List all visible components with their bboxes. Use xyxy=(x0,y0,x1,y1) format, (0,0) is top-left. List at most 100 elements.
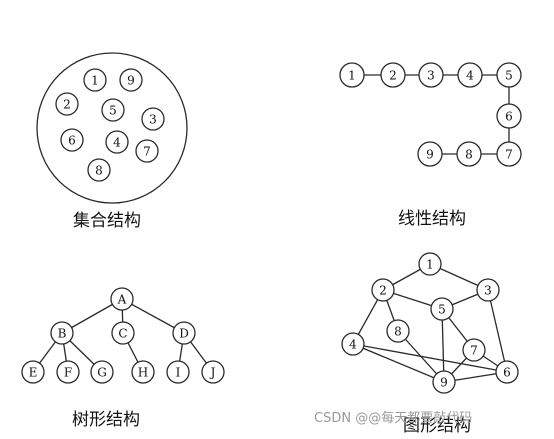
linear-structure-diagram: 1 2 3 4 5 6 7 8 9 xyxy=(339,62,522,167)
graph-edge-5-9 xyxy=(441,308,445,383)
node-label: 7 xyxy=(505,148,513,162)
node-label: A xyxy=(117,293,127,307)
node-label: 5 xyxy=(438,303,446,317)
tree-node-c: C xyxy=(111,321,135,345)
node-label: I xyxy=(176,366,181,380)
node-circle xyxy=(60,128,84,152)
node-circle xyxy=(141,107,165,131)
tree-node-a: A xyxy=(110,287,134,311)
node-label: D xyxy=(179,327,189,341)
node-circle xyxy=(380,62,406,88)
graph-node-4: 4 xyxy=(341,332,365,356)
node-circle xyxy=(432,370,456,394)
node-circle xyxy=(495,360,519,384)
node-label: 9 xyxy=(127,74,135,88)
node-circle xyxy=(457,62,483,88)
graph-node-1: 1 xyxy=(418,252,442,276)
node-circle xyxy=(131,360,155,384)
node-circle xyxy=(418,252,442,276)
node-circle xyxy=(90,360,114,384)
node-label: 8 xyxy=(95,164,103,178)
tree-structure-diagram: A B C D E F G H I J xyxy=(21,287,225,384)
linear-node-8: 8 xyxy=(456,141,482,167)
node-circle xyxy=(83,68,107,92)
node-circle xyxy=(50,321,74,345)
node-circle xyxy=(496,62,522,88)
graph-node-2: 2 xyxy=(371,278,395,302)
linear-node-4: 4 xyxy=(457,62,483,88)
node-circle xyxy=(119,68,143,92)
node-label: 7 xyxy=(470,344,478,358)
node-circle xyxy=(386,319,410,343)
node-circle xyxy=(496,103,522,129)
node-circle xyxy=(476,278,500,302)
graph-node-3: 3 xyxy=(476,278,500,302)
node-circle xyxy=(101,98,125,122)
graph-node-8: 8 xyxy=(386,319,410,343)
tree-node-f: F xyxy=(56,360,80,384)
node-label: 9 xyxy=(440,376,448,390)
node-label: 7 xyxy=(143,145,151,159)
set-node-4: 4 xyxy=(105,130,129,154)
node-label: C xyxy=(118,327,127,341)
node-label: 3 xyxy=(427,69,435,83)
node-circle xyxy=(371,278,395,302)
linear-node-3: 3 xyxy=(418,62,444,88)
set-node-6: 6 xyxy=(60,128,84,152)
graph-edge-4-6 xyxy=(352,343,508,373)
node-circle xyxy=(87,158,111,182)
tree-node-h: H xyxy=(131,360,155,384)
node-label: 1 xyxy=(426,258,434,272)
node-label: H xyxy=(138,366,148,380)
node-label: 3 xyxy=(149,113,157,127)
node-circle xyxy=(111,321,135,345)
graph-edge-3-6 xyxy=(487,289,508,373)
tree-node-e: E xyxy=(21,360,45,384)
node-circle xyxy=(21,360,45,384)
set-node-2: 2 xyxy=(55,92,79,116)
node-label: 5 xyxy=(505,69,513,83)
node-label: E xyxy=(29,366,38,380)
node-label: 2 xyxy=(389,69,397,83)
linear-node-1: 1 xyxy=(339,62,365,88)
linear-node-6: 6 xyxy=(496,103,522,129)
node-label: 6 xyxy=(68,134,76,148)
node-label: F xyxy=(64,366,72,380)
node-label: 8 xyxy=(465,148,473,162)
node-label: 9 xyxy=(426,148,434,162)
linear-node-7: 7 xyxy=(496,141,522,167)
node-label: 6 xyxy=(503,366,511,380)
set-structure-caption: 集合结构 xyxy=(73,211,141,231)
graph-node-9: 9 xyxy=(432,370,456,394)
set-node-7: 7 xyxy=(135,139,159,163)
node-circle xyxy=(56,360,80,384)
node-circle xyxy=(430,297,454,321)
node-label: J xyxy=(209,366,216,380)
set-node-9: 9 xyxy=(119,68,143,92)
linear-node-2: 2 xyxy=(380,62,406,88)
node-circle xyxy=(496,141,522,167)
tree-structure-caption: 树形结构 xyxy=(72,410,140,430)
node-circle xyxy=(166,360,190,384)
tree-node-b: B xyxy=(50,321,74,345)
node-label: B xyxy=(58,327,67,341)
set-node-3: 3 xyxy=(141,107,165,131)
tree-node-i: I xyxy=(166,360,190,384)
node-circle xyxy=(110,287,134,311)
set-boundary-circle xyxy=(36,52,188,204)
node-circle xyxy=(417,141,443,167)
linear-node-5: 5 xyxy=(496,62,522,88)
tree-edge-a-d xyxy=(121,298,185,334)
node-label: G xyxy=(97,366,107,380)
tree-node-d: D xyxy=(172,321,196,345)
set-node-5: 5 xyxy=(101,98,125,122)
tree-node-j: J xyxy=(201,360,225,384)
node-label: 4 xyxy=(113,136,121,150)
node-label: 2 xyxy=(379,284,387,298)
node-label: 4 xyxy=(349,338,357,352)
graph-node-6: 6 xyxy=(495,360,519,384)
node-circle xyxy=(462,338,486,362)
node-label: 8 xyxy=(394,325,402,339)
